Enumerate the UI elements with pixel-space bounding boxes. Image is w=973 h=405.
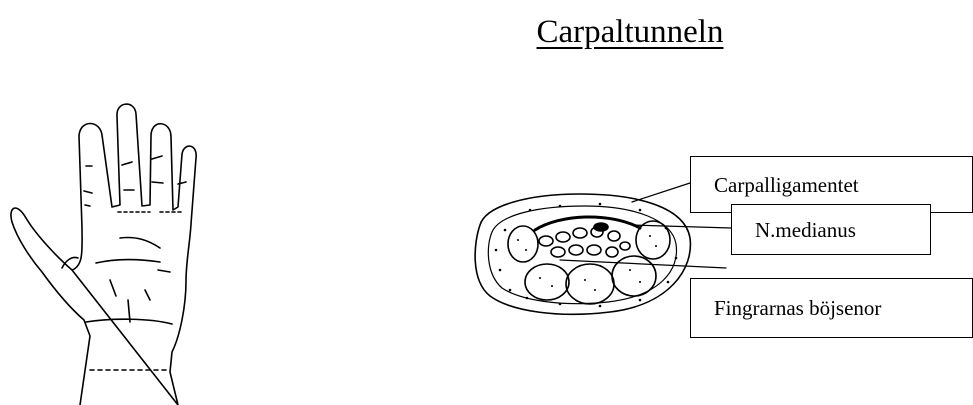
label-fingrarnas-bojsenor: Fingrarnas böjsenor [690, 278, 973, 338]
label-n-medianus: N.medianus [731, 204, 931, 255]
label-fingrarnas-bojsenor-text: Fingrarnas böjsenor [714, 296, 881, 320]
label-n-medianus-text: N.medianus [755, 218, 856, 242]
label-carpalligamentet-text: Carpalligamentet [714, 173, 859, 197]
hand-illustration [11, 104, 196, 405]
